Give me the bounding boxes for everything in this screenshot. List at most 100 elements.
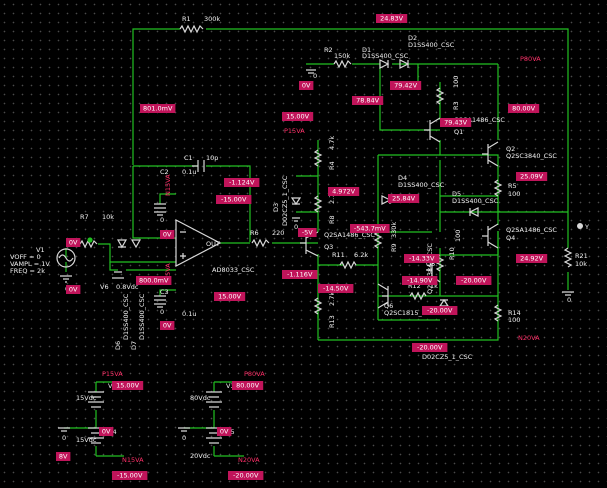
resistor-r14 (493, 304, 503, 322)
voltage-badge: 79.43V (440, 118, 472, 127)
voltage-badge: -15.00V (112, 471, 148, 480)
label-ground: 0 (567, 296, 571, 304)
voltage-badge: 80.00V (232, 381, 264, 390)
label-c2-ref: C2 (160, 168, 169, 176)
label-q6-ref: Q6 (384, 302, 393, 310)
voltage-value: -14.90V (407, 277, 433, 285)
port-n15va: N15VA (122, 456, 144, 464)
label-ground: 0 (182, 434, 186, 442)
label-q1-ref: Q1 (454, 128, 463, 136)
voltage-value: -14.50V (323, 285, 349, 293)
voltage-badge: -5V (298, 228, 317, 237)
diode-d5 (468, 207, 479, 217)
ground-symbol (178, 427, 190, 432)
voltage-value: -20.00V (233, 472, 259, 480)
voltage-badge: 800.0mV (136, 276, 172, 285)
label-d6-value: D1SS400_CSC (122, 293, 130, 340)
source-v3 (206, 391, 222, 408)
label-r11-ref: R11 (332, 251, 345, 259)
transistor-q1 (424, 117, 441, 143)
ground-symbol (58, 427, 70, 432)
label-d8-value: D02CZ5_1_CSC (422, 353, 473, 361)
voltage-badge: -14.90V (402, 276, 438, 285)
voltage-value: 78.84V (356, 97, 380, 105)
resistor-r12 (409, 291, 427, 301)
voltage-value: 79.43V (444, 119, 468, 127)
transistor-q3 (300, 231, 319, 257)
source-v5 (206, 427, 222, 444)
voltage-value: 15.00V (116, 382, 140, 390)
ground-symbol (562, 291, 574, 296)
label-q2-value: Q2SC3840_CSC (506, 152, 557, 160)
label-r12-value: 1k (430, 282, 438, 290)
label-r13-ref: R13 (328, 315, 336, 328)
voltage-badge: -1.116V (282, 270, 318, 279)
port-n15va: N15VA (164, 174, 172, 196)
label-r14-ref: R14 (508, 309, 521, 317)
voltage-badge: -1.124V (224, 178, 260, 187)
resistor-r3 (435, 87, 445, 105)
label-q3-value: Q2SA1486_CSC (324, 231, 375, 239)
label-ground: 0 (62, 434, 66, 442)
label-d1-value: D1SS400_CSC (362, 52, 409, 60)
label-r12-ref: R12 (408, 282, 421, 290)
port-p80va: P80VA (244, 370, 265, 378)
label-r1-value: 300k (204, 15, 220, 23)
voltage-badge: 79.42V (390, 81, 422, 90)
voltage-value: 15.00V (218, 293, 242, 301)
label-c2-value: 0.1u (182, 168, 196, 176)
voltage-badge: 8V (56, 452, 71, 461)
label-v1-param-2: FREQ = 2k (10, 267, 45, 275)
resistor-r4 (313, 149, 323, 167)
resistor-r2 (333, 59, 352, 69)
diode-d3 (290, 197, 302, 206)
label-c1-value: 10p (206, 154, 218, 162)
voltage-value: 0V (220, 428, 229, 436)
voltage-badge: 15.00V (214, 292, 246, 301)
resistor-r5 (493, 179, 503, 197)
label-ground: 0 (160, 216, 164, 224)
voltage-badge: 78.84V (352, 96, 384, 105)
label-r3-value: 100 (452, 76, 460, 88)
capacitor-c1 (192, 160, 205, 172)
voltage-badge: 0V (66, 238, 81, 247)
resistor-r6 (251, 238, 270, 248)
ground-symbol (306, 69, 316, 74)
voltage-value: -20.00V (417, 344, 443, 352)
label-d3-ref: D3 (272, 203, 280, 212)
label-d7-ref: D7 (130, 341, 138, 350)
label-r21-value: 10k (575, 260, 587, 268)
label-v2-value: 15Vdc (76, 394, 97, 402)
output-port (577, 223, 583, 229)
label-q3-ref: Q3 (324, 243, 333, 251)
resistor-r11 (339, 260, 357, 270)
transistor-q2 (482, 141, 499, 167)
label-r6-value: 220 (272, 229, 284, 237)
label-c1-ref: C1 (184, 154, 193, 162)
label-r8-ref: R8 (328, 215, 336, 224)
label-ground: 0 (313, 72, 317, 80)
op-amp-u (175, 219, 222, 267)
label-r2-ref: R2 (324, 46, 333, 54)
label-r11-value: 6.2k (354, 251, 368, 259)
voltage-badge: -20.00V (456, 276, 492, 285)
port-n15va: N20VA (518, 334, 540, 342)
voltage-badge: 24.83V (376, 14, 408, 23)
source-v1 (56, 248, 76, 268)
voltage-badge: 15.00V (282, 112, 314, 121)
voltage-value: 801.0mV (143, 105, 173, 113)
voltage-value: 25.09V (520, 173, 544, 181)
diode-d2 (399, 59, 410, 69)
voltage-value: 80.00V (512, 105, 536, 113)
transistor-q6 (377, 283, 389, 309)
label-output-port: Y (584, 223, 589, 231)
voltage-badge: -15.00V (216, 195, 252, 204)
voltage-badge: -14.33V (404, 254, 440, 263)
voltage-badge: -14.50V (318, 284, 354, 293)
label-d4-ref: D4 (398, 174, 407, 182)
voltage-value: -5V (302, 229, 313, 237)
voltage-value: -14.33V (409, 255, 435, 263)
ground-symbol (154, 211, 166, 216)
voltage-badge: 4.972V (328, 187, 360, 196)
